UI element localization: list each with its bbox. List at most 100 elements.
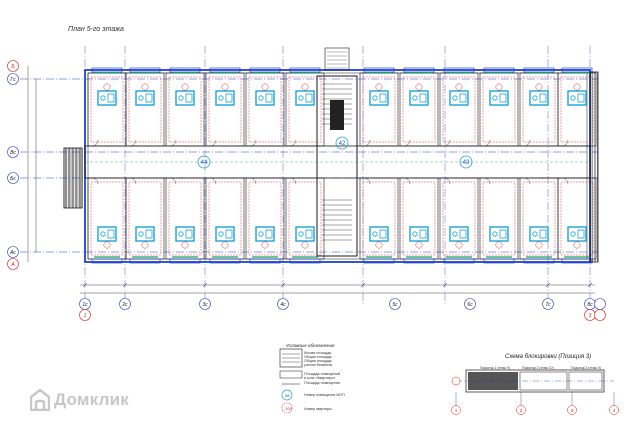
dimension-tick — [587, 282, 593, 288]
legend-sample-box-2 — [279, 370, 303, 379]
exterior-wall-bottom — [363, 258, 395, 264]
watermark-text: Домклик — [54, 390, 129, 409]
exterior-wall-top — [249, 67, 281, 73]
toilet — [298, 95, 304, 101]
exterior-wall-bottom — [169, 258, 201, 264]
shower — [539, 93, 547, 103]
scheme-row-marker — [451, 376, 461, 386]
legend-sample-box — [279, 348, 303, 368]
col-axis-label: 8с — [587, 302, 593, 308]
exterior-wall-top — [91, 67, 123, 73]
room-area-outline — [128, 181, 162, 256]
shower — [145, 93, 153, 103]
toilet — [138, 231, 144, 237]
shower — [185, 93, 193, 103]
row-axis-marker — [7, 73, 19, 85]
row-axis-marker — [7, 146, 19, 158]
door-swing — [523, 139, 531, 147]
row-axis-marker — [7, 172, 19, 184]
bathroom — [369, 90, 389, 106]
legend-row-apartment-number: Номер квартиры — [304, 407, 332, 411]
room-area-outline — [288, 181, 322, 256]
shower — [459, 93, 467, 103]
legend-row-room-area: Площадь помещения — [304, 381, 340, 385]
exterior-wall-bottom — [249, 258, 281, 264]
shower — [499, 93, 507, 103]
exterior-wall-top — [129, 67, 161, 73]
col-axis-marker — [277, 298, 289, 310]
col-axis-marker — [389, 298, 401, 310]
scheme-axis-label: 2 — [520, 408, 523, 413]
toilet — [138, 95, 144, 101]
col-axis-label: 4с — [280, 302, 286, 308]
exterior-wall-bottom — [209, 258, 241, 264]
door-swing — [363, 139, 371, 147]
toilet — [570, 95, 576, 101]
bathroom — [529, 90, 549, 106]
door-swing — [129, 177, 137, 185]
bathroom — [489, 90, 509, 106]
door-swing — [91, 177, 99, 185]
room-area-outline — [248, 181, 282, 256]
shower — [107, 229, 115, 239]
apartment-marker — [375, 241, 383, 249]
door-swing — [169, 177, 177, 185]
shower — [379, 93, 387, 103]
exterior-wall-top — [169, 67, 201, 73]
col-axis-marker-main — [79, 309, 91, 321]
apartment-marker — [141, 83, 149, 91]
toilet — [372, 95, 378, 101]
toilet — [178, 231, 184, 237]
stair-number-circle — [197, 155, 211, 169]
bathroom — [255, 90, 275, 106]
shower — [499, 229, 507, 239]
col-axis-label: 1с — [82, 302, 88, 308]
bathroom — [489, 226, 509, 242]
exterior-wall-top — [523, 67, 555, 73]
toilet — [570, 231, 576, 237]
shower — [419, 93, 427, 103]
bathroom — [409, 90, 429, 106]
row-axis-label: Гс — [10, 77, 16, 83]
door-swing — [209, 139, 217, 147]
house-logo-icon — [30, 389, 50, 411]
toilet — [258, 95, 264, 101]
shower — [225, 93, 233, 103]
door-swing — [483, 139, 491, 147]
room-area-outline — [248, 76, 282, 143]
door-swing — [443, 177, 451, 185]
stair-core — [316, 75, 358, 257]
apartment-marker — [455, 241, 463, 249]
legend-row-areas: Жилая площадь Общая площадь Общая площад… — [304, 351, 333, 367]
dimension-tick — [122, 282, 128, 288]
stair-number: 42 — [339, 141, 346, 147]
col-axis-label: 7с — [545, 302, 551, 308]
row-axis-label: Б — [11, 64, 15, 70]
apartment-marker — [415, 241, 423, 249]
dimension-tick — [442, 282, 448, 288]
door-swing — [561, 177, 569, 185]
toilet — [258, 231, 264, 237]
col-axis-marker — [542, 298, 554, 310]
toilet — [492, 95, 498, 101]
legend-mop-example: 58 — [285, 393, 290, 398]
room-area-outline — [208, 181, 242, 256]
scheme-axis-label: 1 — [455, 408, 458, 413]
shower — [145, 229, 153, 239]
col-axis-label: 6с — [467, 302, 473, 308]
stair-number: 44 — [201, 160, 208, 166]
toilet — [492, 231, 498, 237]
shower — [379, 229, 387, 239]
apartment-room — [245, 177, 285, 260]
door-swing — [289, 177, 297, 185]
col-axis-label: 5с — [392, 302, 398, 308]
shower — [305, 93, 313, 103]
apartment-marker — [535, 83, 543, 91]
scheme-axis-label: 3 — [571, 408, 574, 413]
door-swing — [403, 177, 411, 185]
bathroom — [97, 226, 117, 242]
exterior-wall-top — [289, 67, 321, 73]
exterior-wall-bottom — [483, 258, 515, 264]
bathroom — [449, 90, 469, 106]
